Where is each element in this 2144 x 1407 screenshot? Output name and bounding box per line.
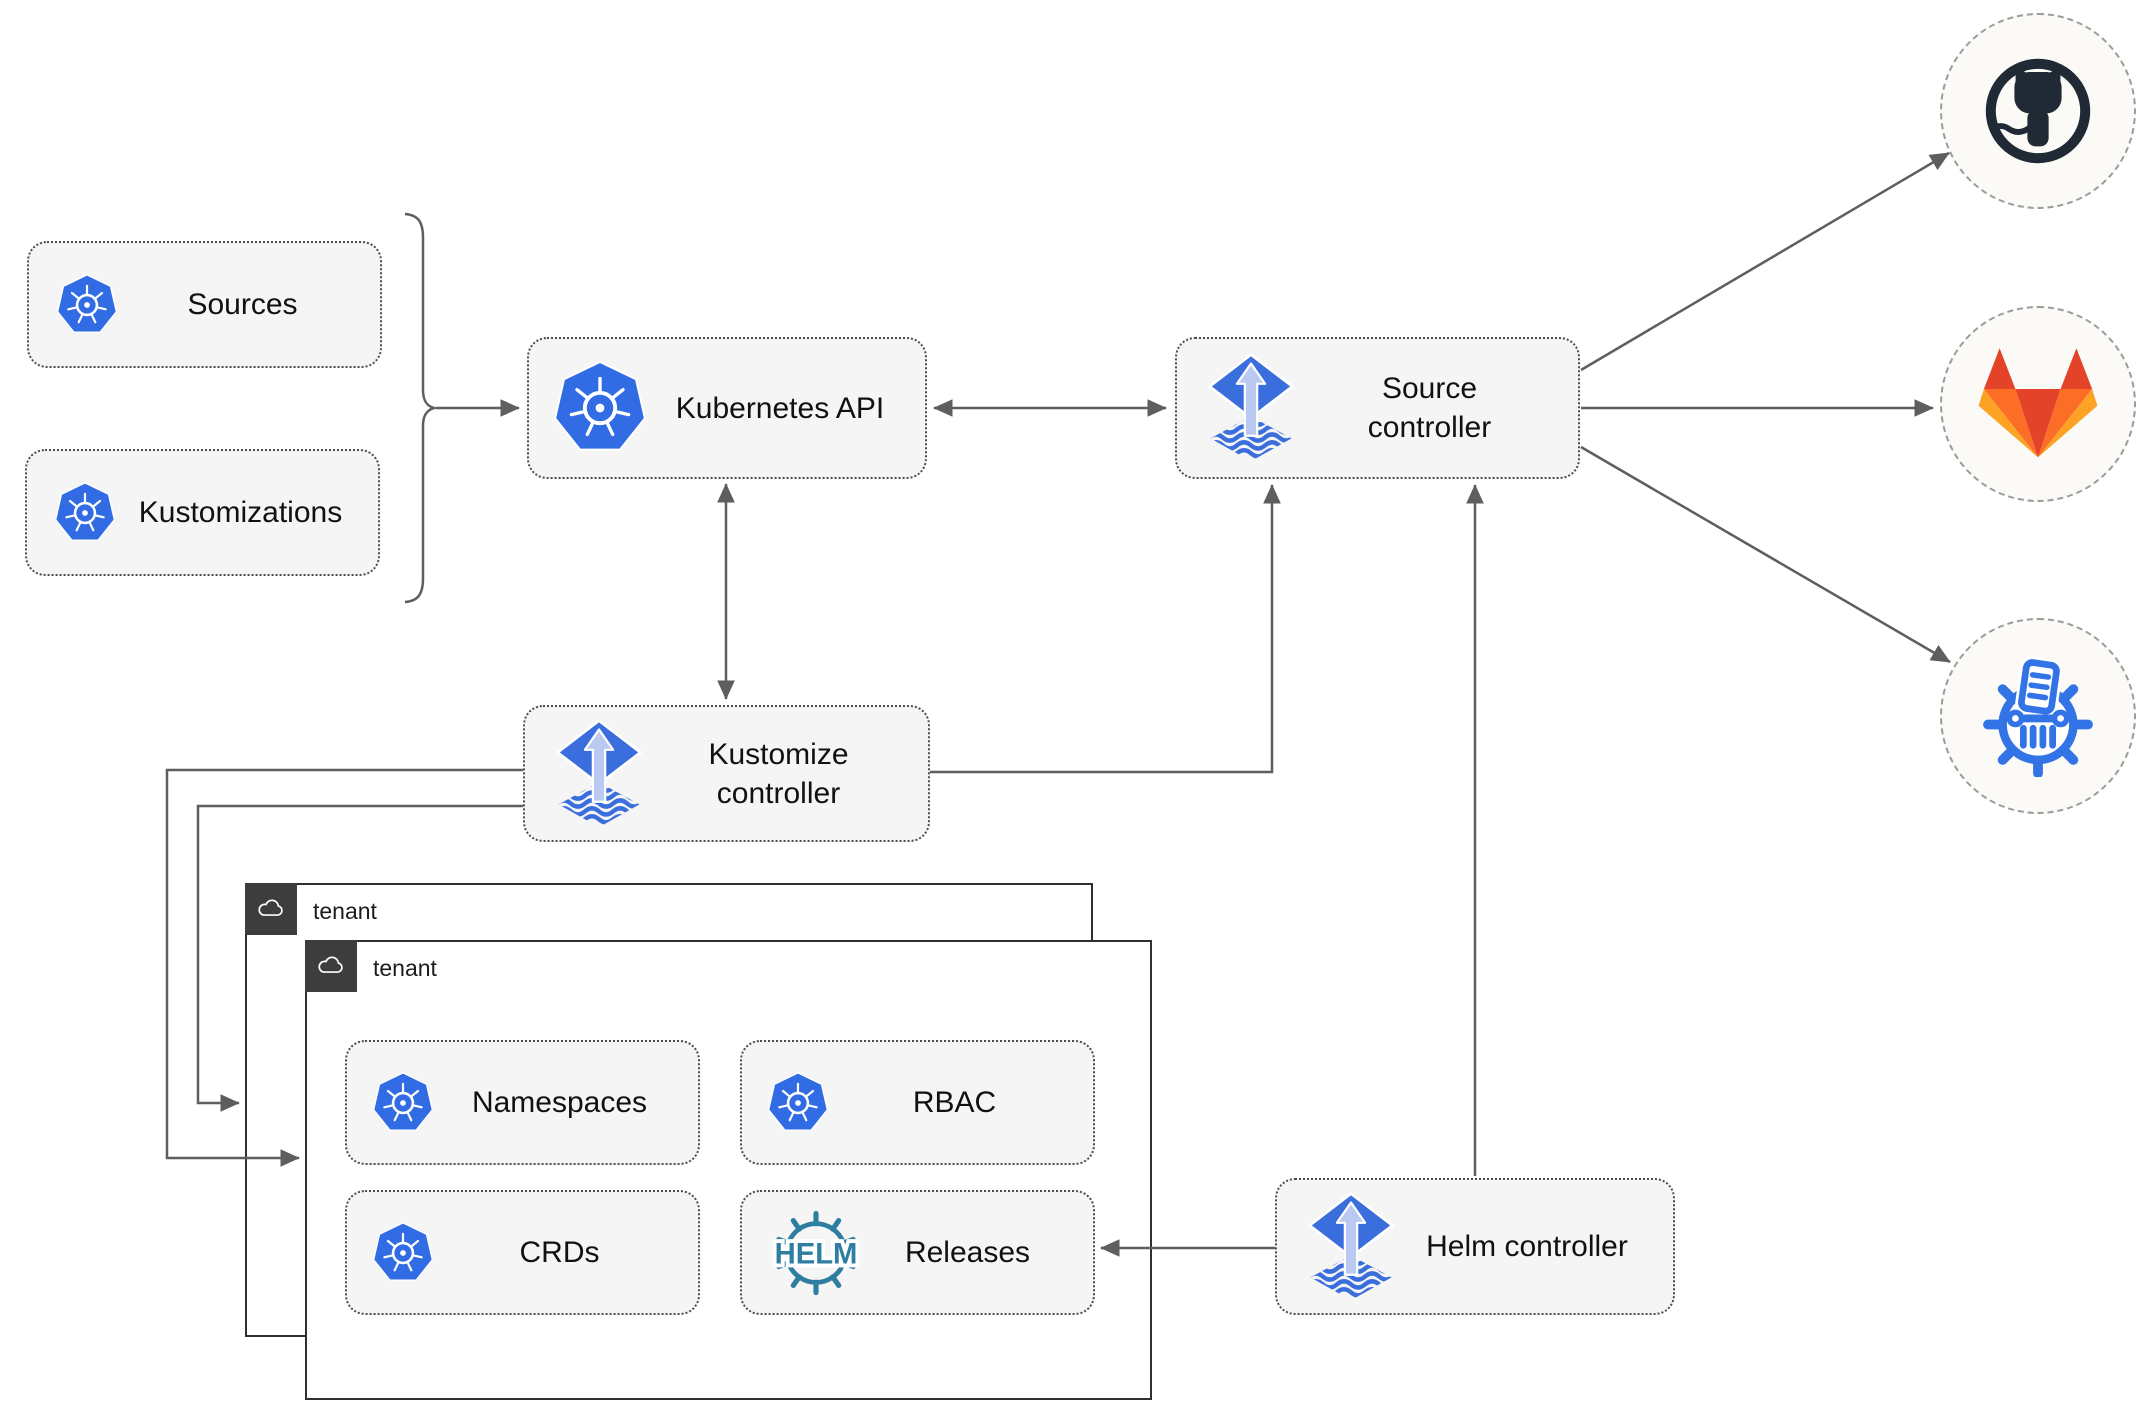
helm-icon: HELM <box>760 1210 872 1296</box>
node-label: Namespaces <box>471 1086 648 1119</box>
tenant-box-front: tenant <box>305 940 1152 1400</box>
node-kustomize-controller: Kustomize controller <box>523 705 930 842</box>
node-label: Sources <box>187 288 298 321</box>
arrow-source-controller-to-github <box>1580 151 1950 372</box>
tenant-tab <box>305 940 357 992</box>
node-releases: HELM Releases <box>740 1190 1095 1315</box>
tenant-tab <box>245 883 297 935</box>
node-rbac: RBAC <box>740 1040 1095 1165</box>
flux-icon <box>1307 1192 1395 1302</box>
tenant-label: tenant <box>373 955 437 981</box>
endpoint-gitlab <box>1940 306 2136 502</box>
node-label: RBAC <box>912 1086 997 1119</box>
node-sources: Sources <box>27 241 382 368</box>
tenant-label: tenant <box>313 898 377 924</box>
endpoint-github <box>1940 13 2136 209</box>
node-label: CRDs <box>519 1236 600 1269</box>
arrow-source-controller-to-helm-repository <box>1580 445 1951 664</box>
node-source-controller: Source controller <box>1175 337 1580 479</box>
kubernetes-icon <box>55 273 119 337</box>
node-crds: CRDs <box>345 1190 700 1315</box>
arrow-kustomize-to-front-tenant <box>165 768 526 1167</box>
flux-icon <box>555 719 643 829</box>
node-label: Kubernetes API <box>675 391 885 425</box>
node-namespaces: Namespaces <box>345 1040 700 1165</box>
arrow-kustomize-to-source-controller <box>926 484 1281 774</box>
helm-logo-text: HELM <box>775 1238 858 1270</box>
endpoint-helm-repository <box>1940 618 2136 814</box>
flux-icon <box>1207 353 1295 463</box>
node-label: Helm controller <box>1426 1230 1628 1263</box>
node-label: Releases <box>904 1236 1031 1269</box>
helm-repository-icon <box>1977 655 2099 777</box>
node-label: Kustomizations <box>138 496 343 529</box>
github-icon <box>1979 52 2097 170</box>
kubernetes-icon <box>551 359 649 457</box>
node-kustomizations: Kustomizations <box>25 449 380 576</box>
kubernetes-icon <box>53 481 117 545</box>
gitlab-icon <box>1978 347 2098 461</box>
node-label: Source controller <box>1367 372 1492 444</box>
node-helm-controller: Helm controller <box>1275 1178 1675 1315</box>
brace-sources-group <box>404 212 439 604</box>
node-label: Kustomize controller <box>708 737 849 810</box>
arrow-kustomize-to-back-tenant <box>196 804 526 1112</box>
node-kubernetes-api: Kubernetes API <box>527 337 927 479</box>
